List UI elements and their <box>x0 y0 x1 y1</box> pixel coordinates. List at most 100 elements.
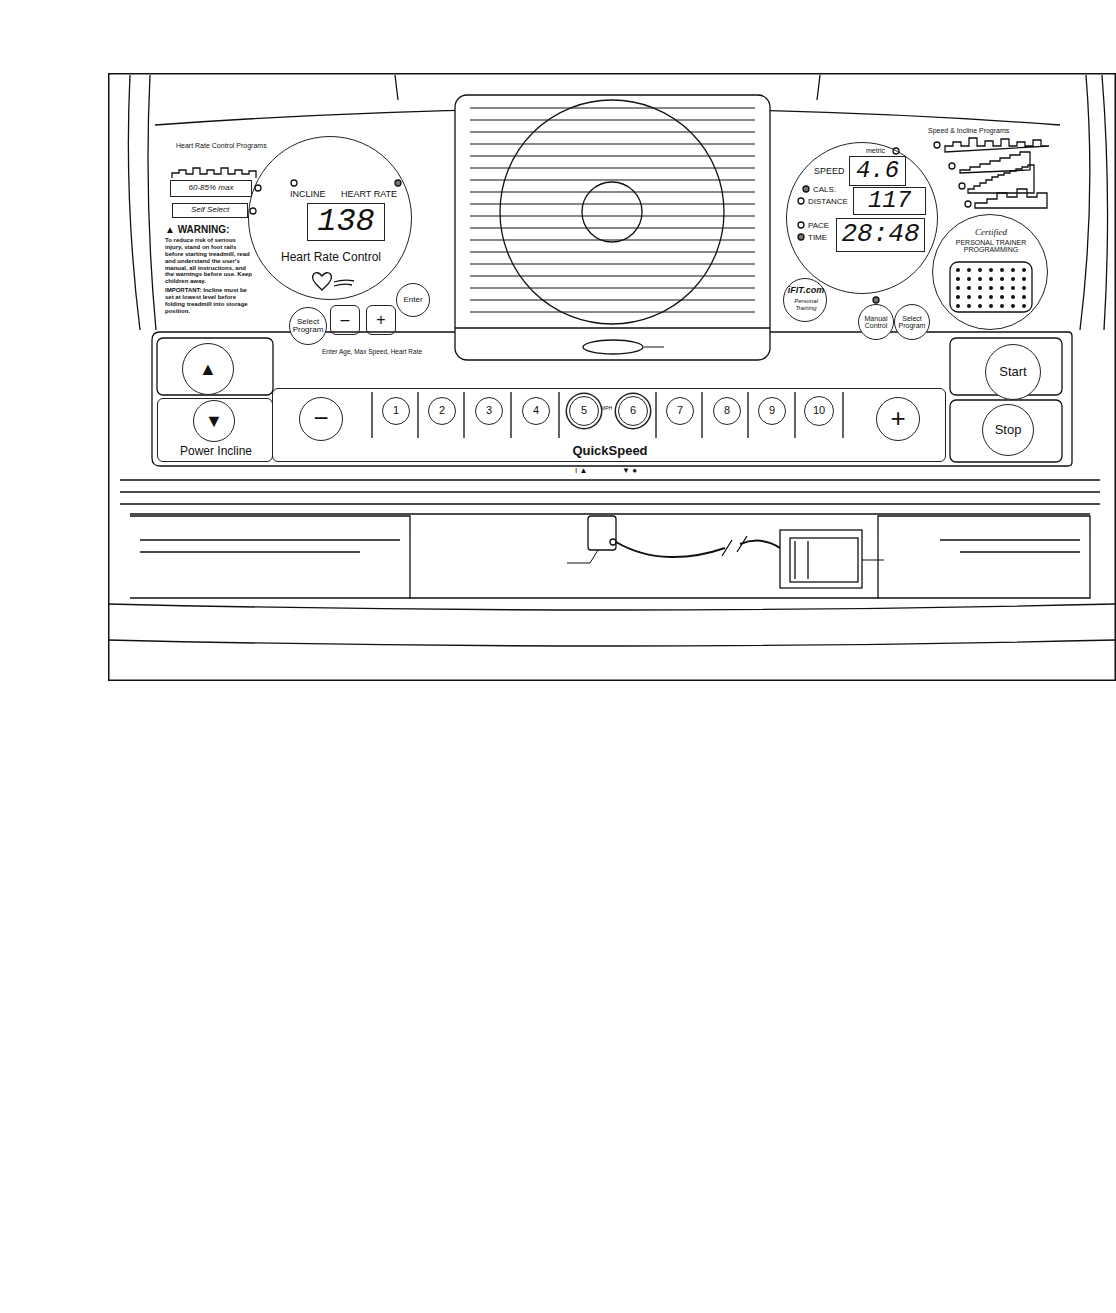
manual-button: Manual Control <box>858 304 894 340</box>
indicator-led <box>873 297 879 303</box>
button-hint: Enter Age, Max Speed, Heart Rate <box>322 348 422 355</box>
indicator-led <box>803 186 809 192</box>
plus-button: + <box>366 305 396 335</box>
leader-line <box>644 347 664 348</box>
led-display: 138 <box>307 203 385 241</box>
warning-text: To reduce risk of serious injury, stand … <box>165 237 253 285</box>
enter-button: Enter <box>396 283 430 317</box>
node-text: Self Select <box>191 206 229 214</box>
safety-key <box>790 538 858 582</box>
node-text: Enter <box>403 296 422 304</box>
program-button: Select Program <box>894 304 930 340</box>
key-symbol: I ▲ <box>575 466 587 475</box>
indicator-led <box>255 185 261 191</box>
program-profile <box>945 138 1049 152</box>
node-text: HEART RATE <box>341 189 397 199</box>
program-group-label: Speed & Incline Programs <box>928 127 1009 135</box>
indicator-led <box>959 183 965 189</box>
incline-up-button: ▲ <box>182 343 234 395</box>
node-text: 4 <box>533 405 539 417</box>
program-box: 60-85% max <box>170 180 252 197</box>
indicator-led <box>798 198 804 204</box>
node-text: QuickSpeed <box>273 444 947 459</box>
indicator-led <box>949 163 955 169</box>
node-text: 28:48 <box>841 221 919 248</box>
node-text: Power Incline <box>158 445 274 459</box>
node-text: 138 <box>317 205 375 239</box>
display-dial: INCLINE HEART RATE Heart Rate Control 138 <box>248 136 412 300</box>
speed-button: 6 <box>618 396 648 426</box>
node-text: Personal Training <box>788 298 824 311</box>
node-text: ▼ <box>205 412 223 431</box>
program-box: Self Select <box>172 203 248 218</box>
node-text: Manual Control <box>861 315 891 330</box>
program-button: Select Program <box>289 307 327 345</box>
speed-button: 5 <box>569 396 599 426</box>
stop-box <box>950 400 1062 462</box>
speed-button: 9 <box>758 397 786 425</box>
node-text: Heart Rate Control <box>277 251 385 265</box>
led-display: 4.6 <box>849 156 906 186</box>
key-symbol: ▼ ● <box>622 466 637 475</box>
lower-panel-right <box>878 516 1090 598</box>
speed-button: 4 <box>522 397 550 425</box>
node-text: 4.6 <box>856 158 899 183</box>
speaker-grille-slat <box>470 108 755 312</box>
program-group-label: Heart Rate Control Programs <box>176 142 267 150</box>
node-text: Select Program <box>897 315 927 330</box>
node-text: 7 <box>677 405 683 417</box>
node-text: INCLINE <box>290 189 326 199</box>
stop-button: Stop <box>982 404 1034 456</box>
indicator-led <box>934 142 940 148</box>
key-slider <box>795 541 808 579</box>
display-dial: SPEEDCALS.DISTANCEPACETIME4.611728:48 <box>786 142 938 294</box>
node-text: Start <box>999 365 1026 379</box>
incline-down-button: ▼ <box>193 400 235 442</box>
heart-icon <box>313 273 354 290</box>
speaker-housing <box>455 95 770 360</box>
node-text: 60-85% max <box>189 184 234 192</box>
minus-button: – <box>330 305 360 335</box>
figure-frame <box>109 74 1116 681</box>
node-text: 3 <box>486 405 492 417</box>
minus-button: − <box>299 397 343 441</box>
node-text: 10 <box>813 405 825 417</box>
unit-toggle-label: metric <box>866 147 885 155</box>
node-text: SPEED <box>814 166 845 176</box>
node-text: − <box>313 405 328 432</box>
speed-button: 1 <box>382 397 410 425</box>
speed-button: 7 <box>666 397 694 425</box>
cord-break-mark <box>722 536 747 556</box>
indicator-led <box>798 234 804 240</box>
plus-button: + <box>876 397 920 441</box>
node-text: iFIT.com <box>786 285 826 295</box>
indicator-led <box>965 201 971 207</box>
indicator-led <box>250 208 256 214</box>
led-display: 28:48 <box>836 218 925 252</box>
indicator-led <box>395 180 401 186</box>
node-text: DISTANCE <box>808 197 848 206</box>
node-text: 5 <box>581 405 587 417</box>
node-text: 2 <box>439 405 445 417</box>
node-text: 8 <box>724 405 730 417</box>
node-text: 9 <box>769 405 775 417</box>
fan-outline <box>500 100 724 324</box>
speed-key-divider <box>372 392 843 438</box>
node-text: + <box>890 405 905 432</box>
node-text: 117 <box>868 188 911 213</box>
node-text: 6 <box>630 405 636 417</box>
trainer-dial: CertifiedPERSONAL TRAINER PROGRAMMING <box>932 214 1048 330</box>
indicator-led <box>893 148 899 154</box>
warning-text: IMPORTANT: Incline must be set at lowest… <box>165 287 253 315</box>
key-cord <box>616 541 780 558</box>
safety-key-slot <box>780 530 862 588</box>
fan-hub <box>582 182 642 242</box>
node-text: Certified <box>951 227 1031 237</box>
program-profile <box>975 189 1047 208</box>
node-text: TIME <box>808 233 827 242</box>
console-trim-line <box>120 480 1100 514</box>
speed-band: QuickSpeed − 1 2 3 4 5 6 7 8 9 10 + <box>272 388 946 462</box>
node-text: – <box>341 312 350 329</box>
